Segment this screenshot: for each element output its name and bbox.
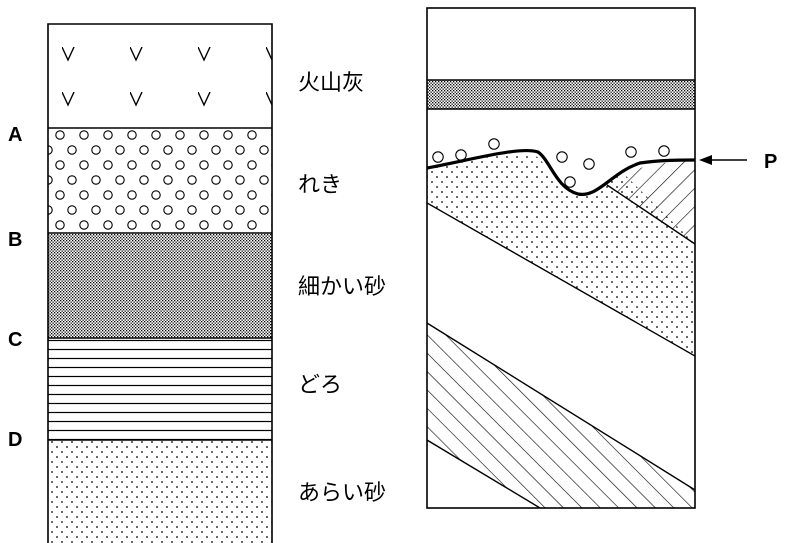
layer-label-volcanic-ash: 火山灰 [298, 71, 364, 96]
pointer-arrow [699, 155, 747, 165]
unconformity-label-p: P [764, 151, 777, 173]
left-column [47, 23, 273, 543]
unconformity-surface [427, 148, 695, 196]
boundary-label-c: C [8, 329, 22, 351]
layer-gravel [48, 128, 272, 232]
layer-fine-sand [48, 234, 272, 338]
right-gravel-pebbles [432, 138, 670, 188]
layer-label-gravel: れき [298, 173, 342, 198]
boundary-label-a: A [8, 124, 22, 146]
right-hatched-wedge [607, 160, 695, 244]
layer-label-fine-sand: 細かい砂 [298, 275, 386, 300]
right-column-border [426, 7, 696, 509]
right-lower-hatched-layer [427, 323, 695, 508]
right-tilted-sand-layer [427, 154, 695, 356]
right-column [427, 79, 695, 508]
layer-label-mud: どろ [298, 373, 342, 398]
layer-volcanic-ash [48, 24, 272, 128]
left-column-border [47, 23, 273, 543]
layer-coarse-sand [48, 440, 272, 543]
right-fine-sand-band [427, 80, 695, 109]
layer-label-coarse-sand: あらい砂 [298, 481, 386, 506]
boundary-label-b: B [8, 229, 22, 251]
layer-mud [48, 338, 272, 440]
boundary-label-d: D [8, 429, 22, 451]
